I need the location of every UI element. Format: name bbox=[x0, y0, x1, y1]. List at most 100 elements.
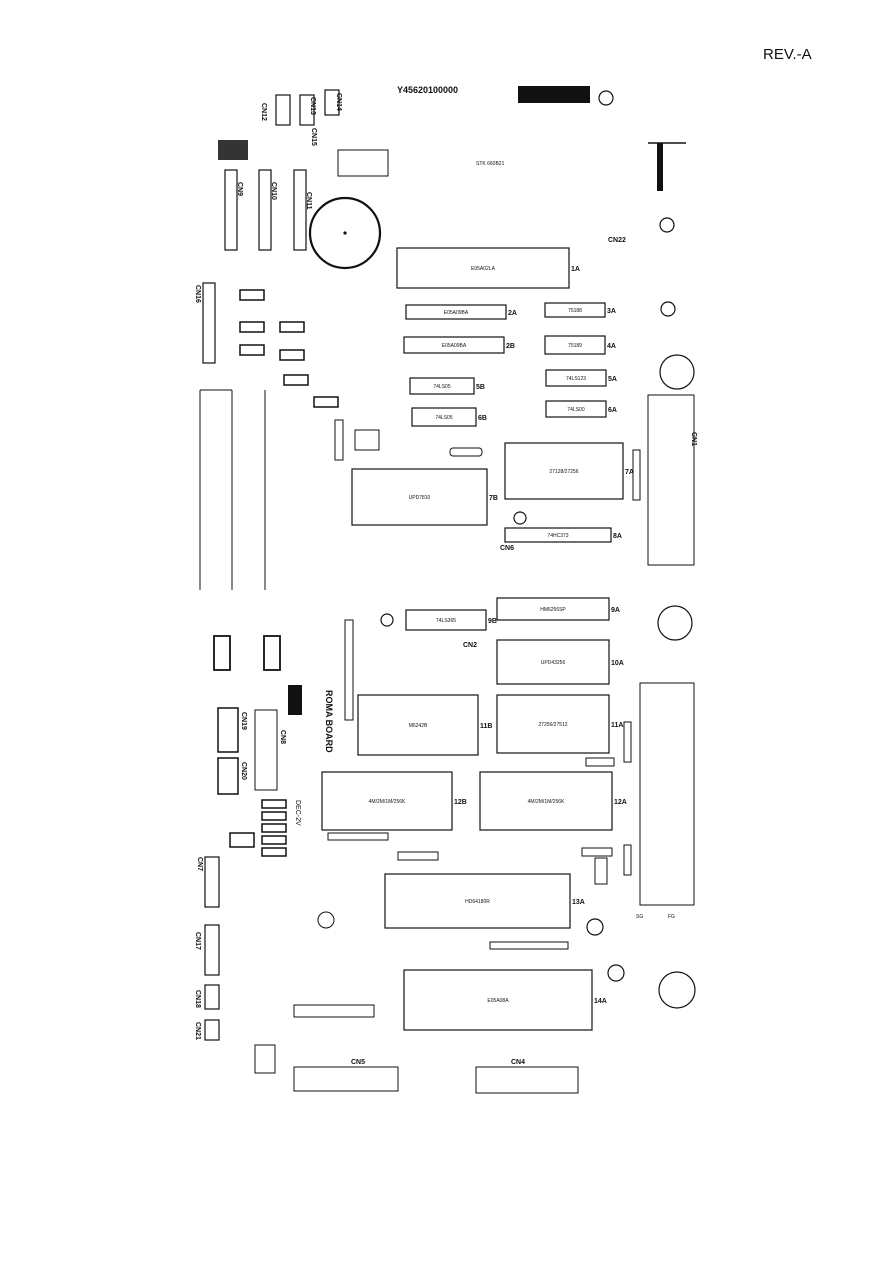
chip-id-11a: 11A bbox=[611, 722, 623, 729]
connector-label-cn4: CN4 bbox=[511, 1059, 525, 1066]
chip-name-14a: E05A08A bbox=[487, 998, 509, 1004]
resistor-rm5 bbox=[489, 941, 569, 950]
resistor-rm4 bbox=[327, 832, 389, 841]
chip-name-5b: 74LS05 bbox=[433, 384, 450, 390]
resistor-rm3 bbox=[623, 844, 632, 876]
board-name: ROMA BOARD bbox=[324, 690, 334, 753]
connector-cn4-body bbox=[475, 1066, 579, 1094]
chip-id-6a: 6A bbox=[608, 407, 617, 414]
chip-7b: UPD7810 7B bbox=[351, 468, 498, 526]
connector-block-3 bbox=[263, 635, 281, 671]
component-r bbox=[334, 419, 344, 461]
chip-5b: 74LS05 5B bbox=[409, 377, 485, 395]
revision-label: REV.-A bbox=[763, 46, 812, 63]
chip-id-3a: 3A bbox=[607, 308, 616, 315]
pcb-code: STK 660B21 bbox=[476, 161, 505, 167]
connector-frame-upper bbox=[647, 394, 695, 566]
capacitor-c62 bbox=[607, 964, 625, 982]
resistor-rm1 bbox=[632, 449, 641, 501]
fuse-holder bbox=[657, 143, 663, 191]
connector-cn3 bbox=[344, 619, 354, 721]
chip-name-6b: 74LS05 bbox=[435, 415, 452, 421]
connector-cn17 bbox=[204, 856, 220, 908]
chip-id-7b: 7B bbox=[489, 495, 498, 502]
connector-cn19 bbox=[217, 707, 239, 753]
chip-id-5a: 5A bbox=[608, 376, 617, 383]
capacitor-c5 bbox=[658, 971, 696, 1009]
capacitor-c2 bbox=[598, 90, 614, 106]
chip-name-9a: HM6256SP bbox=[540, 607, 566, 613]
chip-name-7b: UPD7810 bbox=[409, 495, 431, 501]
chip-id-5b: 5B bbox=[476, 384, 485, 391]
connector-label-cn9: CN9 bbox=[236, 182, 243, 196]
chip-12a: 4M/2M/1M/256K 12A bbox=[479, 771, 627, 831]
connector-label-cn22: CN22 bbox=[608, 237, 626, 244]
connector-label-cn19: CN19 bbox=[240, 712, 247, 730]
crystal-c62 bbox=[594, 857, 608, 885]
connector-label-cn17: CN17 bbox=[194, 932, 201, 950]
connector-cn7 bbox=[204, 1019, 220, 1041]
connector-cn21 bbox=[204, 984, 220, 1010]
chip-id-12b: 12B bbox=[454, 799, 467, 806]
buzzer-center bbox=[343, 231, 347, 235]
connector-label-cn11: CN11 bbox=[305, 192, 312, 210]
resistor-jumper-j4 bbox=[581, 847, 613, 857]
chip-8a: 74HC373 8A bbox=[504, 527, 622, 543]
chip-id-14a: 14A bbox=[594, 998, 607, 1005]
chip-5a: 74LS123 5A bbox=[545, 369, 617, 387]
chip-id-4a: 4A bbox=[607, 343, 616, 350]
chip-id-9b: 9B bbox=[488, 618, 497, 625]
chip-name-4a: 75189 bbox=[568, 343, 582, 349]
chip-id-1a: 1A bbox=[571, 266, 580, 273]
connector-cn8 bbox=[254, 709, 278, 791]
connector-label-cn10: CN10 bbox=[270, 182, 277, 200]
capacitor-c51 bbox=[317, 911, 335, 929]
fg-label: FG bbox=[668, 914, 675, 920]
chip-14c-body bbox=[293, 1004, 375, 1018]
connector-block-1 bbox=[218, 140, 248, 160]
dip-switch bbox=[288, 685, 302, 715]
chip-id-12a: 12A bbox=[614, 799, 627, 806]
chip-name-7a: 27128/27256 bbox=[549, 469, 578, 475]
connector-label-cn13: CN13 bbox=[309, 97, 316, 115]
chip-id-8a: 8A bbox=[613, 533, 622, 540]
chip-id-13a: 13A bbox=[572, 899, 585, 906]
connector-cn20 bbox=[217, 757, 239, 795]
connector-cn13 bbox=[299, 94, 315, 126]
capacitor-c9 bbox=[660, 301, 676, 317]
connector-block-4 bbox=[254, 1044, 276, 1074]
board-part-number: Y45620100000 bbox=[397, 85, 458, 95]
connector-cn11 bbox=[293, 169, 307, 251]
chip-name-10a: UPD43256 bbox=[541, 660, 566, 666]
regulator-label: DEC-2V bbox=[294, 800, 301, 826]
connector-label-cn5: CN5 bbox=[351, 1059, 365, 1066]
chip-name-5a: 74LS123 bbox=[566, 376, 586, 382]
capacitor-c4 bbox=[659, 354, 695, 390]
connector-cn12 bbox=[275, 94, 291, 126]
chip-14a: E05A08A 14A bbox=[403, 969, 607, 1031]
connector-label-cn21: CN21 bbox=[194, 1022, 201, 1040]
connector-label-cn2: CN2 bbox=[463, 642, 477, 649]
resistor-rm2 bbox=[623, 721, 632, 763]
chip-name-11b: M6242B bbox=[409, 723, 428, 729]
chip-name-8a: 74HC373 bbox=[547, 533, 568, 539]
sg-label: SG bbox=[636, 914, 643, 920]
chip-id-2b: 2B bbox=[506, 343, 515, 350]
chip-name-12a: 4M/2M/1M/256K bbox=[528, 799, 565, 805]
connector-cn5-body bbox=[293, 1066, 399, 1092]
capacitor-c27 bbox=[513, 511, 527, 525]
resistor-jumper-j3 bbox=[397, 851, 439, 861]
